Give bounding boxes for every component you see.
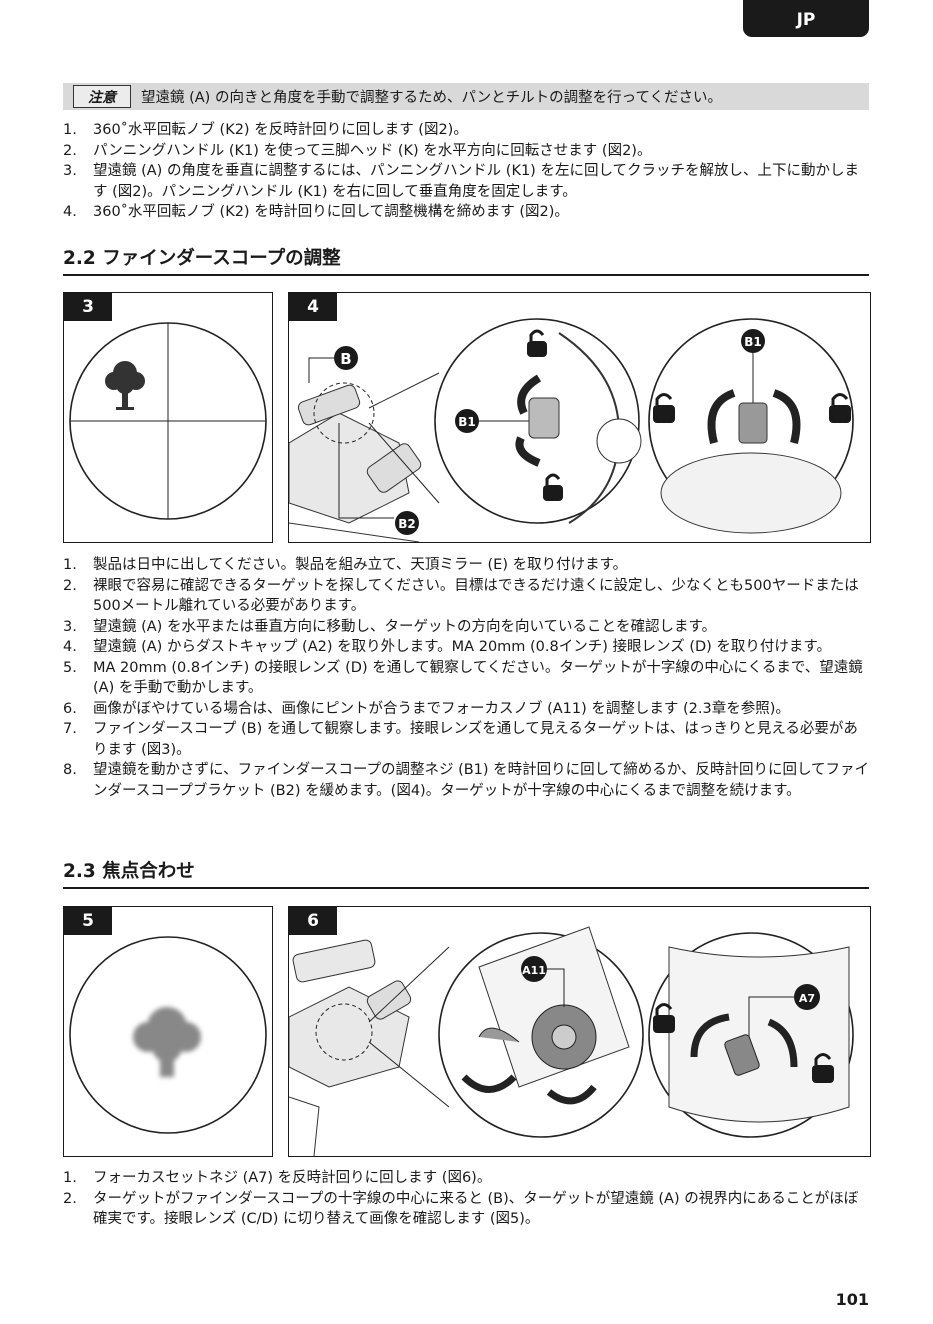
step-number: 6.: [63, 700, 77, 717]
svg-text:A11: A11: [522, 964, 546, 977]
focusing-steps: 1. フォーカスセットネジ (A7) を反時計回りに回します (図6)。 2. ター…: [63, 1168, 869, 1230]
lock-icon: [543, 473, 563, 501]
step-text: 望遠鏡 (A) からダストキャップ (A2) を取り外します。MA 20mm (…: [93, 639, 831, 655]
step-number: 1.: [63, 557, 77, 573]
language-tab: JP: [743, 0, 869, 37]
rotate-arrow-icon: [707, 389, 801, 444]
callout-b2: B2: [395, 511, 419, 535]
list-item: 4. 望遠鏡 (A) からダストキャップ (A2) を取り外します。MA 20mm…: [63, 637, 869, 658]
step-number: 8.: [63, 762, 77, 778]
step-number: 1.: [63, 122, 77, 138]
step-number: 4.: [63, 204, 77, 220]
callout-b: B: [334, 346, 358, 370]
focus-adjust-illustration: A11 A7: [289, 926, 854, 1156]
eyepiece-view-illustration: [69, 936, 267, 1134]
figure-6: 6 A11: [288, 906, 871, 1157]
finder-view-illustration: [69, 322, 267, 520]
lock-icon: [527, 329, 547, 357]
step-text: 望遠鏡 (A) の角度を垂直に調整するには、パンニングハンドル (K1) を左に…: [93, 163, 860, 200]
lock-icon: [653, 393, 675, 423]
svg-text:B1: B1: [458, 415, 476, 429]
step-text: 望遠鏡を動かさずに、ファインダースコープの調整ネジ (B1) を時計回りに回して…: [93, 762, 870, 799]
svg-text:B2: B2: [398, 517, 416, 531]
finderscope-steps: 1. 製品は日中に出してください。製品を組み立て、天頂ミラー (E) を取り付けま…: [63, 555, 869, 801]
list-item: 1. 360˚水平回転ノブ (K2) を反時計回りに回します (図2)。: [63, 120, 869, 141]
list-item: 2. 裸眼で容易に確認できるターゲットを探してください。目標はできるだけ遠くに設定…: [63, 576, 869, 617]
step-number: 3.: [63, 618, 77, 635]
step-number: 2.: [63, 577, 77, 594]
notice-text: 望遠鏡 (A) の向きと角度を手動で調整するため、パンとチルトの調整を行ってくだ…: [141, 90, 723, 106]
rotate-arrow-icon: [515, 374, 542, 467]
blurred-tree-icon: [133, 1007, 201, 1077]
section-heading-focusing: 2.3 焦点合わせ: [63, 857, 869, 889]
callout-a7: A7: [794, 984, 820, 1010]
svg-text:A7: A7: [799, 992, 815, 1005]
figure-number: 6: [289, 907, 337, 935]
list-item: 2. パンニングハンドル (K1) を使って三脚ヘッド (K) を水平方向に回転さ…: [63, 141, 869, 162]
rotate-arrow-icon: [461, 1074, 597, 1105]
step-text: フォーカスセットネジ (A7) を反時計回りに回します (図6)。: [93, 1170, 492, 1186]
step-text: 裸眼で容易に確認できるターゲットを探してください。目標はできるだけ遠くに設定し、…: [93, 577, 859, 615]
step-text: 360˚水平回転ノブ (K2) を時計回りに回して調整機構を締めます (図2)。: [93, 204, 569, 220]
figure-4: 4 B B2: [288, 292, 871, 543]
list-item: 2. ターゲットがファインダースコープの十字線の中心に来ると (B)、ターゲットが…: [63, 1189, 869, 1230]
step-text: ファインダースコープ (B) を通して観察します。接眼レンズを通して見えるターゲ…: [93, 721, 858, 758]
tree-icon: [105, 361, 145, 410]
step-text: ターゲットがファインダースコープの十字線の中心に来ると (B)、ターゲットが望遠…: [93, 1190, 859, 1228]
list-item: 4. 360˚水平回転ノブ (K2) を時計回りに回して調整機構を締めます (図2…: [63, 202, 869, 223]
step-number: 3.: [63, 163, 77, 179]
step-number: 4.: [63, 639, 77, 655]
callout-b1: B1: [455, 409, 479, 433]
step-number: 1.: [63, 1170, 77, 1186]
step-text: 360˚水平回転ノブ (K2) を反時計回りに回します (図2)。: [93, 122, 468, 138]
figure-number: 3: [64, 293, 112, 321]
lock-icon: [812, 1053, 834, 1083]
figure-3: 3: [63, 292, 273, 543]
step-text: パンニングハンドル (K1) を使って三脚ヘッド (K) を水平方向に回転させま…: [93, 142, 652, 159]
section-heading-finderscope: 2.2 ファインダースコープの調整: [63, 244, 869, 276]
step-text: MA 20mm (0.8インチ) の接眼レンズ (D) を通して観察してください…: [93, 659, 863, 697]
list-item: 3. 望遠鏡 (A) を水平または垂直方向に移動し、ターゲットの方向を向いているこ…: [63, 617, 869, 638]
figure-number: 5: [64, 907, 112, 935]
svg-text:B1: B1: [744, 335, 762, 349]
list-item: 7. ファインダースコープ (B) を通して観察します。接眼レンズを通して見えるタ…: [63, 719, 869, 760]
step-text: 製品は日中に出してください。製品を組み立て、天頂ミラー (E) を取り付けます。: [93, 557, 628, 573]
notice-bar: 注意 望遠鏡 (A) の向きと角度を手動で調整するため、パンとチルトの調整を行っ…: [63, 83, 869, 110]
finderscope-adjust-illustration: B B2 B1: [289, 318, 854, 542]
list-item: 3. 望遠鏡 (A) の角度を垂直に調整するには、パンニングハンドル (K1) を…: [63, 161, 869, 202]
svg-text:B: B: [340, 350, 351, 368]
rotate-arrow-icon: [690, 1013, 798, 1068]
lock-icon: [829, 393, 851, 423]
lock-icon: [653, 1003, 675, 1033]
callout-a11: A11: [521, 956, 547, 982]
list-item: 8. 望遠鏡を動かさずに、ファインダースコープの調整ネジ (B1) を時計回りに回…: [63, 760, 869, 801]
figure-5: 5: [63, 906, 273, 1157]
step-number: 7.: [63, 721, 77, 737]
intro-steps: 1. 360˚水平回転ノブ (K2) を反時計回りに回します (図2)。 2. パン…: [63, 120, 869, 223]
list-item: 6. 画像がぼやけている場合は、画像にピントが合うまでフォーカスノブ (A11) …: [63, 699, 869, 720]
step-number: 5.: [63, 659, 77, 676]
list-item: 1. 製品は日中に出してください。製品を組み立て、天頂ミラー (E) を取り付けま…: [63, 555, 869, 576]
callout-b1: B1: [741, 329, 765, 353]
notice-label: 注意: [73, 85, 131, 108]
step-number: 2.: [63, 142, 77, 159]
step-number: 2.: [63, 1190, 77, 1207]
figure-number: 4: [289, 293, 337, 321]
list-item: 5. MA 20mm (0.8インチ) の接眼レンズ (D) を通して観察してくだ…: [63, 658, 869, 699]
step-text: 画像がぼやけている場合は、画像にピントが合うまでフォーカスノブ (A11) を調…: [93, 700, 790, 717]
list-item: 1. フォーカスセットネジ (A7) を反時計回りに回します (図6)。: [63, 1168, 869, 1189]
step-text: 望遠鏡 (A) を水平または垂直方向に移動し、ターゲットの方向を向いていることを…: [93, 618, 717, 635]
page-number: 101: [835, 1290, 869, 1309]
